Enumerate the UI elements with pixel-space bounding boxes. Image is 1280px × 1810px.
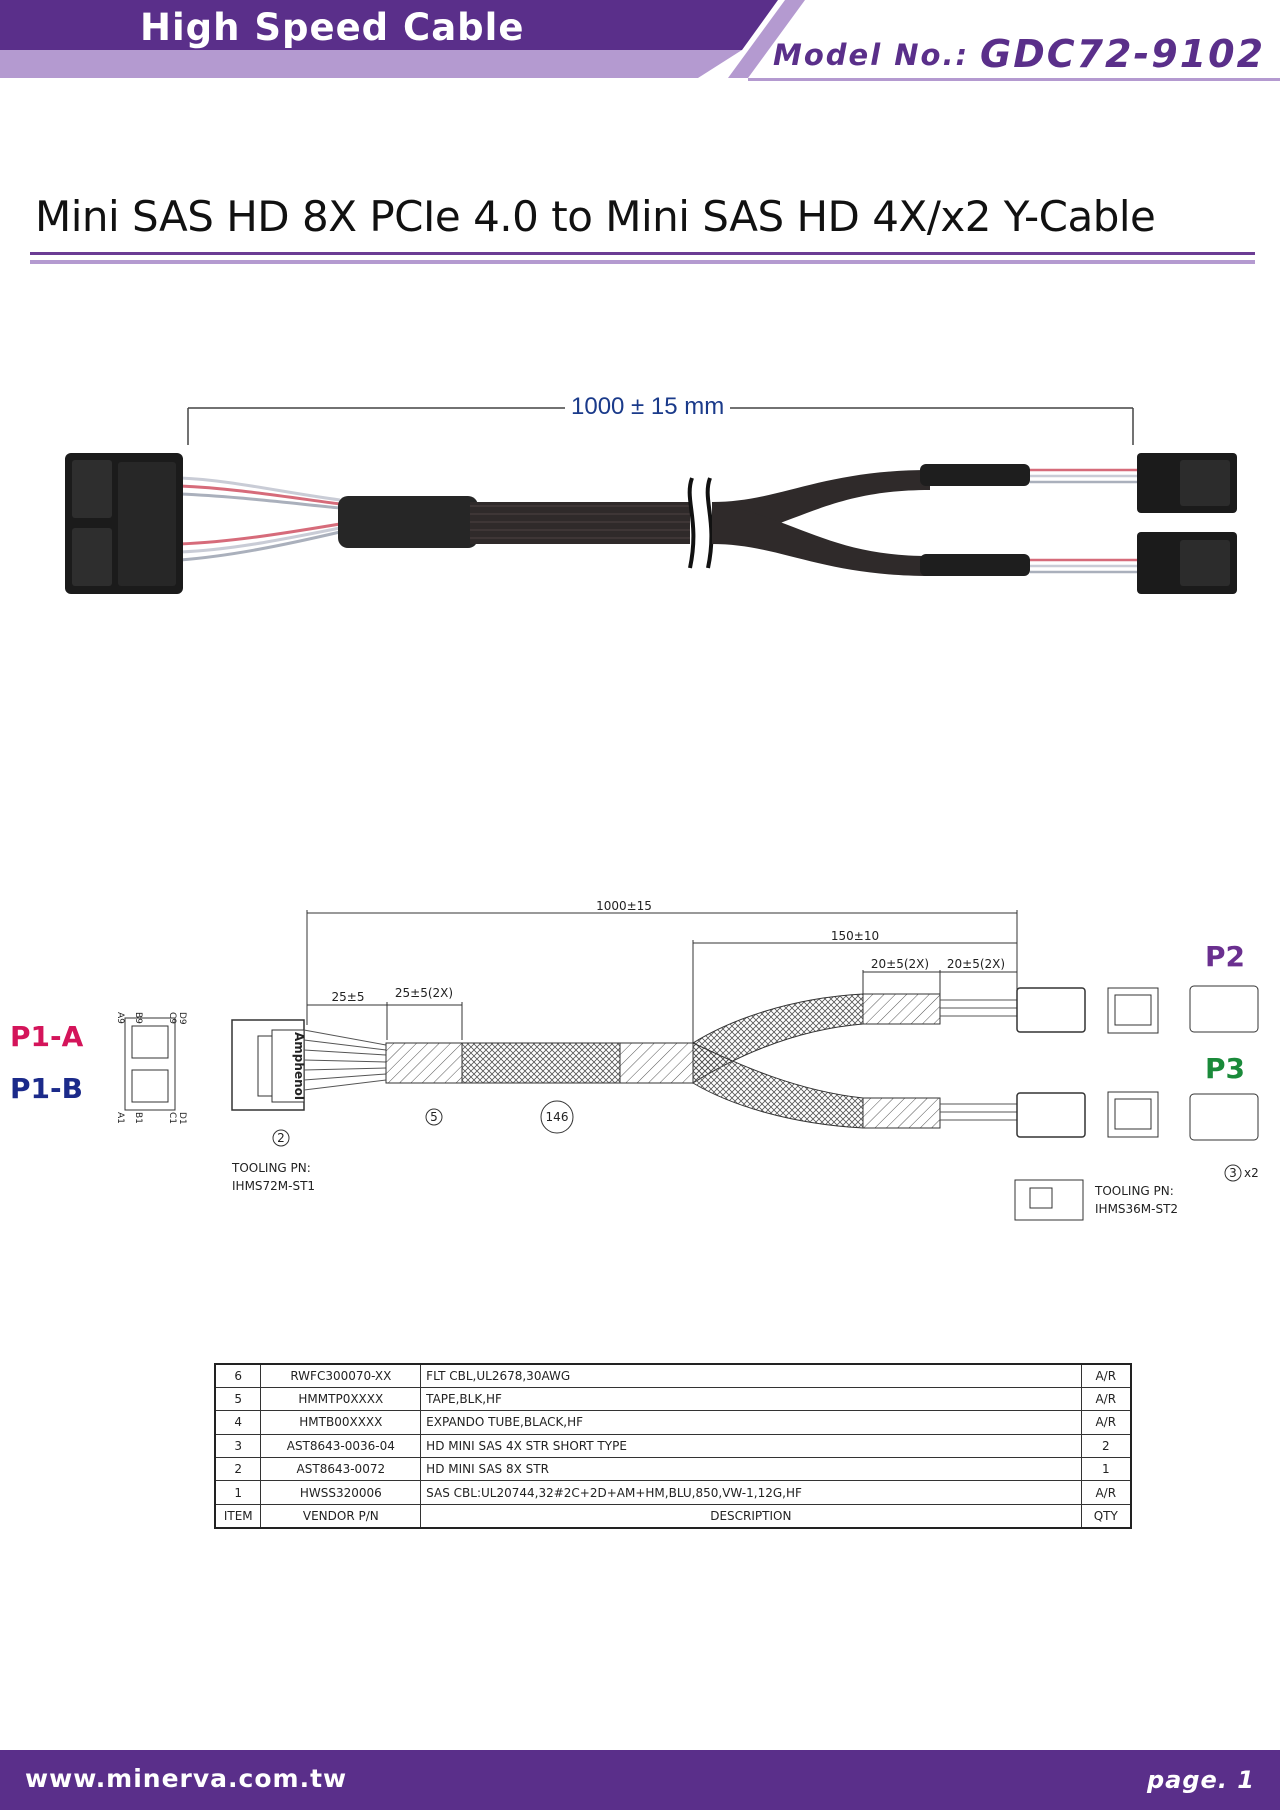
bom-cell-item: 4 <box>214 1410 262 1435</box>
callout-tape: 5 <box>430 1110 438 1124</box>
callout-connector-right: 3 <box>1229 1166 1237 1180</box>
pin-label-left: D9 <box>177 1012 187 1025</box>
callout-connector-left: 2 <box>277 1131 285 1145</box>
bom-cell-item: 3 <box>214 1433 262 1459</box>
tooling-left-pn: IHMS72M-ST1 <box>232 1179 315 1193</box>
tooling-left-label: TOOLING PN: <box>231 1161 311 1175</box>
technical-drawing: 1000±15 150±10 25±5 25±5(2X) 20±5(2X) 20… <box>115 899 1259 1221</box>
bom-cell-qty: A/R <box>1080 1410 1132 1435</box>
page-number: page. 1 <box>1146 1766 1255 1794</box>
dim-tape-left-1: 25±5 <box>332 990 365 1004</box>
bom-cell-desc: FLT CBL,UL2678,30AWG <box>420 1363 1082 1388</box>
dim-tape-left-2: 25±5(2X) <box>395 986 453 1000</box>
dim-overall: 1000±15 <box>596 899 652 913</box>
bom-cell-qty: A/R <box>1080 1363 1132 1388</box>
pin-label-left: B1 <box>133 1112 143 1124</box>
tooling-right-pn: IHMS36M-ST2 <box>1095 1202 1178 1216</box>
title-rule <box>30 252 1255 255</box>
bom-cell-desc: HD MINI SAS 8X STR <box>420 1457 1082 1482</box>
header-band <box>0 0 1280 81</box>
bom-cell-pn: HMTB00XXXX <box>260 1410 422 1435</box>
bom-cell-pn: HMMTP0XXXX <box>260 1386 422 1412</box>
bom-cell-desc: EXPANDO TUBE,BLACK,HF <box>420 1410 1082 1435</box>
callout-connector-right-qty: x2 <box>1244 1166 1259 1180</box>
callout-jacket: 146 <box>546 1110 569 1124</box>
bom-cell-item: 1 <box>214 1480 262 1505</box>
tooling-right-label: TOOLING PN: <box>1094 1184 1174 1198</box>
pin-label-left: C9 <box>167 1012 177 1024</box>
bom-cell-item: 2 <box>214 1457 262 1482</box>
cable-length-label: 1000 ± 15 mm <box>565 393 731 421</box>
model-label: Model No.: <box>773 38 970 72</box>
footer-url[interactable]: www.minerva.com.tw <box>25 1764 348 1793</box>
pin-label-left: A1 <box>115 1112 125 1124</box>
dim-tape-right-1: 20±5(2X) <box>871 957 929 971</box>
bom-cell-qty: A/R <box>1080 1480 1132 1505</box>
port-label-p2: P2 <box>1205 940 1246 973</box>
dim-branch: 150±10 <box>831 929 879 943</box>
pin-label-left: C1 <box>167 1112 177 1124</box>
title-rule-accent <box>30 260 1255 264</box>
bom-cell-qty: QTY <box>1080 1503 1132 1529</box>
bom-cell-desc: TAPE,BLK,HF <box>420 1386 1082 1412</box>
bom-cell-pn: RWFC300070-XX <box>260 1363 422 1388</box>
bom-cell-pn: AST8643-0072 <box>260 1457 422 1482</box>
bom-cell-qty: 2 <box>1080 1433 1132 1459</box>
bom-cell-pn: HWSS320006 <box>260 1480 422 1505</box>
bom-cell-item: ITEM <box>214 1503 262 1529</box>
bom-cell-item: 5 <box>214 1386 262 1412</box>
pin-label-left: D1 <box>177 1112 187 1125</box>
bom-cell-item: 6 <box>214 1363 262 1388</box>
product-title: Mini SAS HD 8X PCIe 4.0 to Mini SAS HD 4… <box>35 192 1156 241</box>
bom-cell-pn: VENDOR P/N <box>260 1503 422 1529</box>
bom-cell-pn: AST8643-0036-04 <box>260 1433 422 1459</box>
port-label-p1b: P1-B <box>10 1072 83 1105</box>
header-title: High Speed Cable <box>140 6 525 49</box>
dim-tape-right-2: 20±5(2X) <box>947 957 1005 971</box>
bom-cell-desc: HD MINI SAS 4X STR SHORT TYPE <box>420 1433 1082 1459</box>
bom-cell-qty: 1 <box>1080 1457 1132 1482</box>
port-label-p1a: P1-A <box>10 1020 84 1053</box>
model-number: GDC72-9102 <box>980 32 1266 76</box>
port-label-p3: P3 <box>1205 1052 1246 1085</box>
bom-cell-qty: A/R <box>1080 1386 1132 1412</box>
bom-cell-desc: SAS CBL:UL20744,32#2C+2D+AM+HM,BLU,850,V… <box>420 1480 1082 1505</box>
pin-label-left: A9 <box>115 1012 125 1024</box>
footer: www.minerva.com.tw page. 1 <box>0 1750 1280 1810</box>
bom-cell-desc: DESCRIPTION <box>420 1503 1082 1529</box>
connector-brand: Amphenol <box>292 1032 306 1100</box>
pin-label-left: B9 <box>133 1012 143 1024</box>
